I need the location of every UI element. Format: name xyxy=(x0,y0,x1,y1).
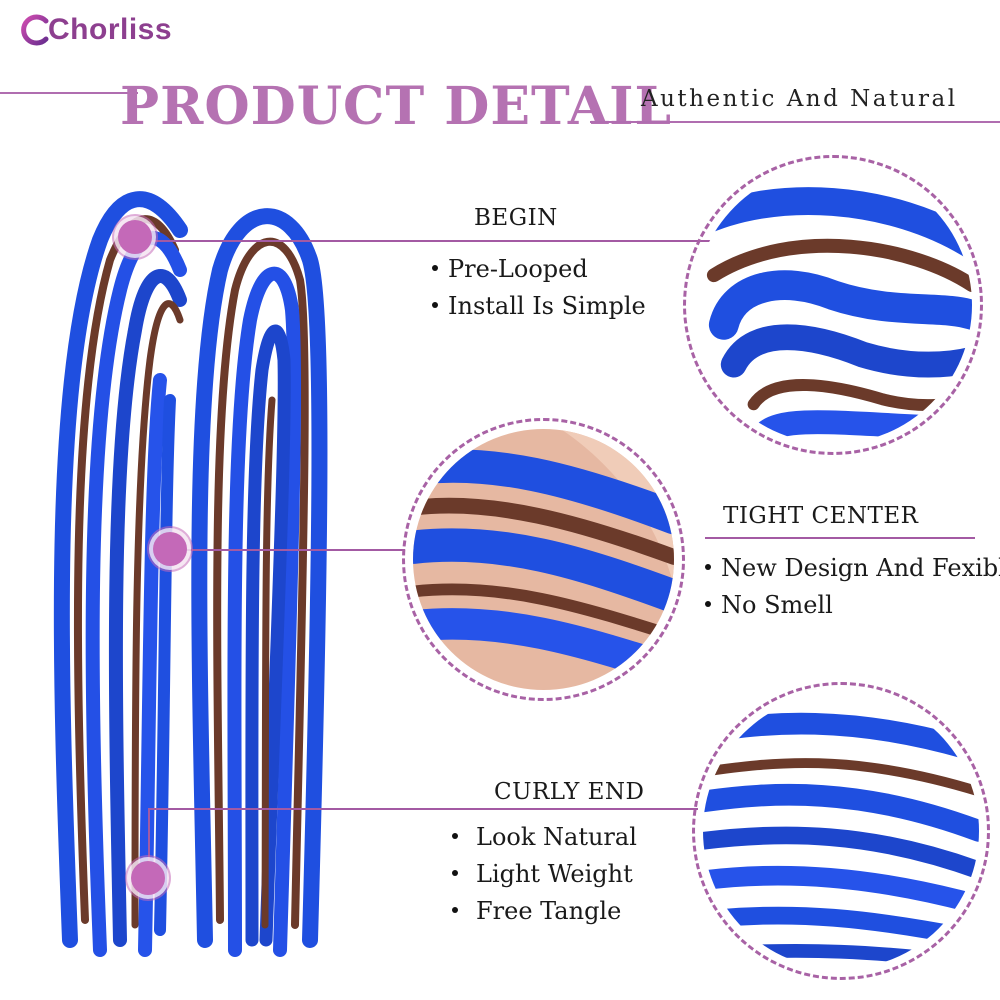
list-tight-center: New Design And Fexible No Smell xyxy=(705,550,1000,624)
list-item-text: New Design And Fexible xyxy=(721,554,1000,582)
marker-begin xyxy=(118,220,152,254)
header-divider-left xyxy=(0,92,138,94)
header-divider-right xyxy=(590,121,1000,123)
list-item-text: Look Natural xyxy=(476,823,637,851)
marker-center xyxy=(153,532,187,566)
list-begin: Pre-Looped Install Is Simple xyxy=(432,251,646,325)
zoom-begin-loops xyxy=(683,155,983,455)
bullet-icon xyxy=(705,600,711,607)
connector-line-begin xyxy=(135,240,715,242)
heading-curly-end: CURLY END xyxy=(494,779,645,805)
connector-line-center xyxy=(170,549,405,551)
bullet-icon xyxy=(705,563,711,570)
list-item: Free Tangle xyxy=(452,893,637,930)
marker-curly-end xyxy=(131,861,165,895)
logo-c-icon xyxy=(21,14,49,46)
heading-tight-center: TIGHT CENTER xyxy=(723,503,919,529)
brand-logo: Chorliss xyxy=(18,8,172,52)
connector-line-center-heading xyxy=(705,537,975,539)
list-item: New Design And Fexible xyxy=(705,550,1000,587)
list-item-text: Pre-Looped xyxy=(448,255,588,283)
brand-name: Chorliss xyxy=(48,13,173,46)
list-item-text: No Smell xyxy=(721,591,833,619)
list-item: Pre-Looped xyxy=(432,251,646,288)
list-item: Install Is Simple xyxy=(432,288,646,325)
product-image xyxy=(53,191,328,957)
page-subtitle: Authentic And Natural xyxy=(641,86,958,112)
list-item: No Smell xyxy=(705,587,1000,624)
list-item-text: Light Weight xyxy=(476,860,633,888)
bullet-icon xyxy=(432,264,438,271)
bullet-icon xyxy=(432,301,438,308)
bullet-icon xyxy=(452,869,458,876)
page-title: PRODUCT DETAIL xyxy=(120,76,673,137)
list-item: Look Natural xyxy=(452,819,637,856)
connector-vline-curly xyxy=(148,808,150,878)
curly-detail-image xyxy=(703,693,979,969)
list-item: Light Weight xyxy=(452,856,637,893)
begin-detail-image xyxy=(694,166,972,444)
bullet-icon xyxy=(452,832,458,839)
list-curly-end: Look Natural Light Weight Free Tangle xyxy=(452,819,637,930)
zoom-curly-end xyxy=(692,682,990,980)
bullet-icon xyxy=(452,906,458,913)
zoom-tight-center xyxy=(402,418,685,701)
list-item-text: Install Is Simple xyxy=(448,292,646,320)
list-item-text: Free Tangle xyxy=(476,897,622,925)
connector-line-curly xyxy=(148,808,698,810)
center-detail-image xyxy=(413,429,674,690)
heading-begin: BEGIN xyxy=(474,205,558,231)
